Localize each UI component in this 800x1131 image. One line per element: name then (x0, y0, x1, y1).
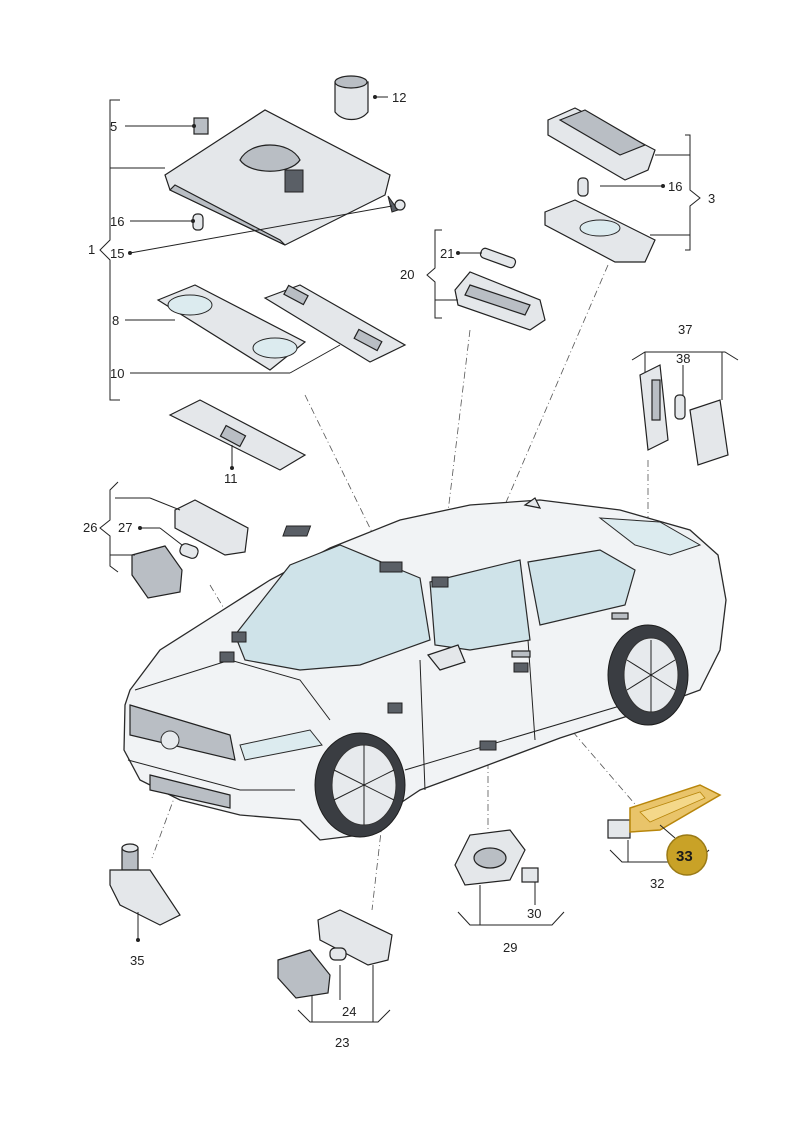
group-3-rear-light (544, 107, 701, 263)
group-26-footwell-light (99, 481, 249, 599)
group-29-license-light (454, 829, 565, 926)
label-24: 24 (342, 1004, 356, 1019)
label-35: 35 (130, 953, 144, 968)
label-11: 11 (224, 471, 238, 486)
group-1-roof-console (99, 75, 407, 471)
group-20-glovebox-light (426, 229, 546, 331)
label-10: 10 (110, 366, 124, 381)
label-21: 21 (440, 246, 454, 261)
label-33: 33 (676, 848, 693, 865)
car-illustration (123, 497, 727, 841)
label-26: 26 (83, 520, 97, 535)
label-16-roof: 16 (110, 214, 124, 229)
label-20: 20 (400, 267, 414, 282)
part-35-switch (109, 843, 181, 942)
label-37: 37 (678, 322, 692, 337)
label-12: 12 (392, 90, 406, 105)
label-8: 8 (112, 313, 119, 328)
label-3: 3 (708, 191, 715, 206)
label-1: 1 (88, 242, 95, 257)
label-15: 15 (110, 246, 124, 261)
label-23: 23 (335, 1035, 349, 1050)
group-32-puddle-light (607, 784, 722, 876)
highlight-badge-33 (666, 834, 708, 876)
label-16-rear: 16 (668, 179, 682, 194)
label-32: 32 (650, 876, 664, 891)
label-5: 5 (110, 119, 117, 134)
label-27: 27 (118, 520, 132, 535)
group-37-door-light (631, 351, 739, 466)
group-23-trunk-light (277, 909, 393, 1023)
label-38: 38 (676, 351, 690, 366)
part-labels: 1 3 5 8 10 11 12 15 16 16 20 21 23 24 26… (83, 90, 715, 1050)
label-29: 29 (503, 940, 517, 955)
label-30: 30 (527, 906, 541, 921)
